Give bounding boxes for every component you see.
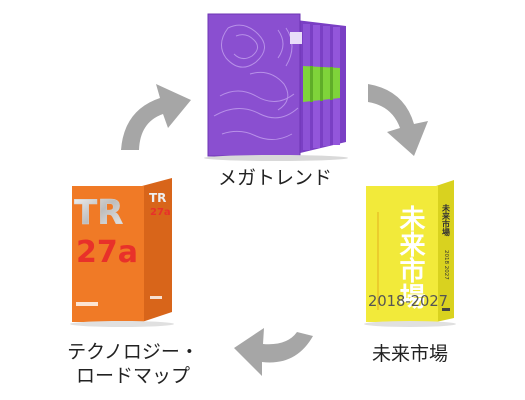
megatrend-book-image (204, 13, 348, 161)
future-market-label: 未来市場 (371, 343, 448, 365)
cycle-arrows (121, 84, 428, 376)
future-market-book-image: 未来市場 2018-2027 未来市場 2018 2027 (364, 180, 456, 327)
future-market-spine-title: 未来市場 (441, 203, 451, 237)
arrow-megatrend-to-future (368, 84, 428, 156)
tech-roadmap-label-line2: ロードマップ (75, 365, 190, 387)
tech-roadmap-label-line1: テクノロジー・ (67, 341, 199, 363)
megatrend-swirl-pattern (213, 24, 299, 140)
tech-roadmap-spine-code1: TR (149, 191, 166, 205)
tech-roadmap-cover-code1: TR (74, 193, 123, 233)
tech-roadmap-cover (72, 186, 144, 322)
megatrend-case-label (290, 32, 302, 44)
arrow-future-to-tech (234, 328, 313, 376)
future-market-side (436, 180, 454, 322)
future-market-cover-title: 未来市場 (395, 205, 425, 310)
future-market-cover-years: 2018-2027 (368, 292, 448, 310)
megatrend-label: メガトレンド (217, 167, 332, 189)
arrow-tech-to-megatrend (121, 84, 191, 150)
tech-roadmap-side (142, 178, 172, 322)
future-market-spine-years: 2018 2027 (443, 250, 449, 280)
tech-roadmap-book-image: TR 27a TR 27a (70, 178, 174, 327)
tech-roadmap-label: テクノロジー・ ロードマップ (48, 340, 218, 388)
tech-roadmap-cover-code2: 27a (76, 235, 138, 270)
tech-roadmap-spine-code2: 27a (150, 207, 171, 218)
